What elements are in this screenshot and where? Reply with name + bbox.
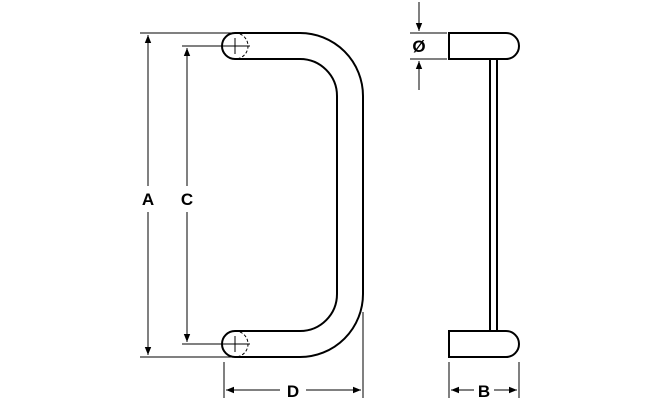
dimension-c: C — [181, 45, 228, 345]
dimension-a: A — [140, 32, 232, 358]
dimension-b: B — [448, 362, 520, 400]
dimension-diameter: Ø — [410, 2, 447, 90]
dimension-a-label: A — [142, 190, 154, 209]
handle-front-view — [221, 32, 364, 358]
dimension-d: D — [223, 312, 364, 400]
side-bottom-end — [448, 330, 520, 358]
dimension-d-label: D — [287, 382, 299, 400]
side-top-end — [448, 32, 520, 60]
handle-side-view — [448, 32, 520, 358]
dimension-diameter-label: Ø — [412, 37, 425, 56]
dimension-c-label: C — [181, 190, 193, 209]
handle-inner-outline — [235, 58, 338, 332]
handle-outer-outline — [235, 32, 364, 358]
dimension-b-label: B — [478, 382, 490, 400]
